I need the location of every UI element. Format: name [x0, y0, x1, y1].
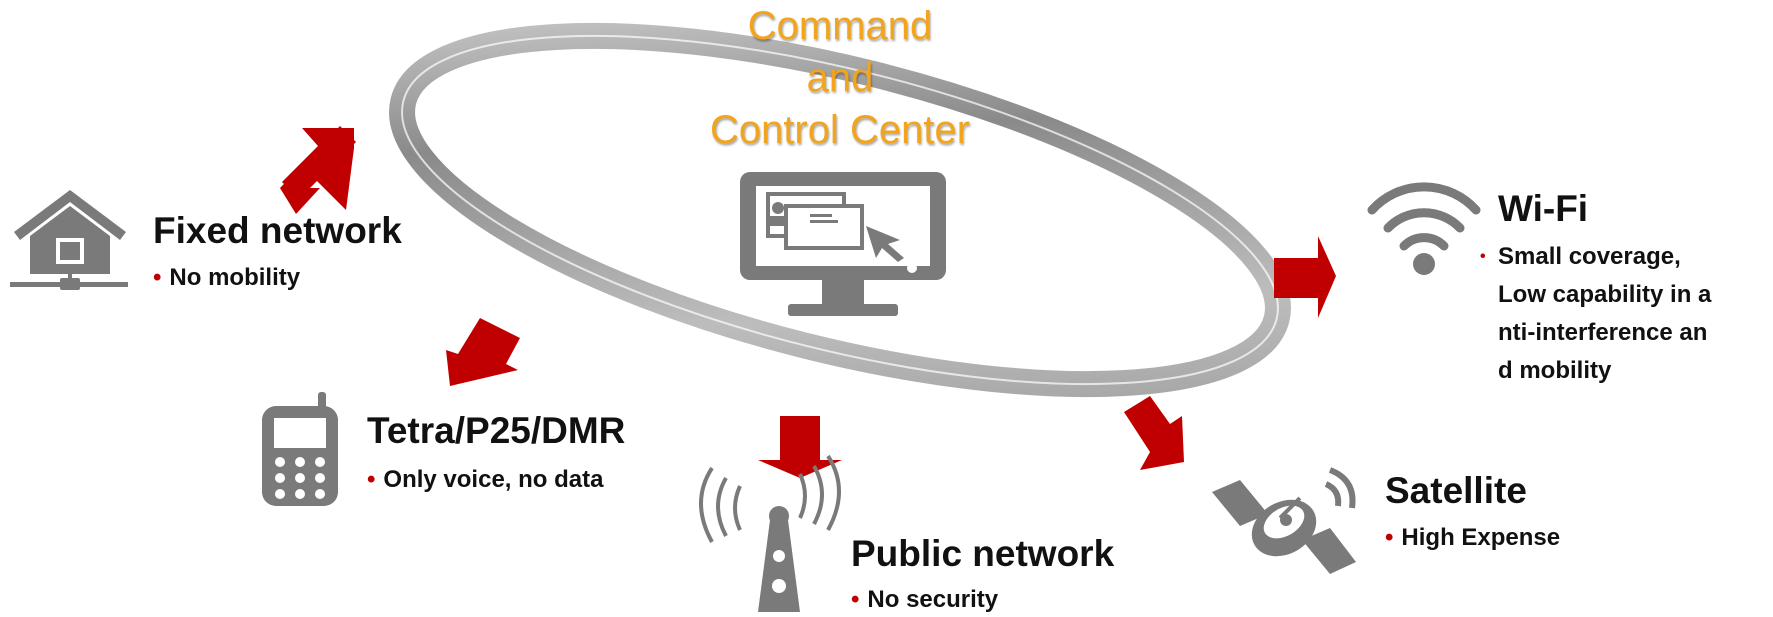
bullet-dot: •: [367, 466, 376, 493]
arrow-to-public: [758, 416, 842, 478]
satellite-bullet-text: High Expense: [1401, 524, 1561, 551]
public-network-bullet: • No security: [851, 586, 998, 614]
wifi-bullet: • Small coverage, Low capability in a nt…: [1480, 238, 1758, 390]
tetra-bullet-text: Only voice, no data: [383, 466, 604, 493]
wifi-icon: [1367, 182, 1481, 275]
fixed-network-bullet: • No mobility: [153, 264, 300, 292]
radio-tower-icon: [699, 454, 841, 612]
fixed-network-title: Fixed network: [153, 210, 402, 251]
title-line-1: Command: [747, 4, 933, 48]
arrow-to-satellite: [1124, 396, 1184, 470]
orbit-ring: [389, 22, 1291, 398]
bullet-dot: •: [1385, 524, 1394, 551]
mobile-phone-icon: [262, 392, 338, 506]
arrow-to-tetra: [446, 318, 520, 386]
satellite-bullet: • High Expense: [1385, 524, 1560, 552]
monitor-icon: [740, 172, 946, 316]
command-center-title: Command and Control Center: [640, 0, 1040, 156]
public-network-title: Public network: [851, 533, 1115, 574]
wifi-title: Wi-Fi: [1498, 188, 1589, 229]
arrow-to-fixed-shape: [282, 128, 354, 210]
bullet-dot: •: [153, 264, 162, 291]
tetra-title: Tetra/P25/DMR: [367, 410, 626, 451]
bullet-dot: •: [851, 586, 860, 613]
satellite-icon: [1212, 467, 1356, 574]
wifi-bullet-line-2: Low capability in a: [1498, 281, 1712, 308]
wifi-bullet-line-4: d mobility: [1498, 357, 1612, 384]
tetra-bullet: • Only voice, no data: [367, 466, 603, 494]
title-line-2: and: [806, 56, 874, 100]
public-network-bullet-text: No security: [867, 586, 999, 613]
wifi-bullet-line-3: nti-interference an: [1498, 319, 1708, 346]
house-network-icon: [10, 190, 128, 290]
fixed-network-bullet-text: No mobility: [169, 264, 301, 291]
satellite-title: Satellite: [1385, 470, 1527, 511]
bullet-dot: •: [1480, 248, 1486, 265]
arrow-to-wifi: [1274, 236, 1336, 318]
title-line-3: Control Center: [709, 108, 971, 152]
wifi-bullet-line-1: Small coverage,: [1498, 243, 1681, 270]
